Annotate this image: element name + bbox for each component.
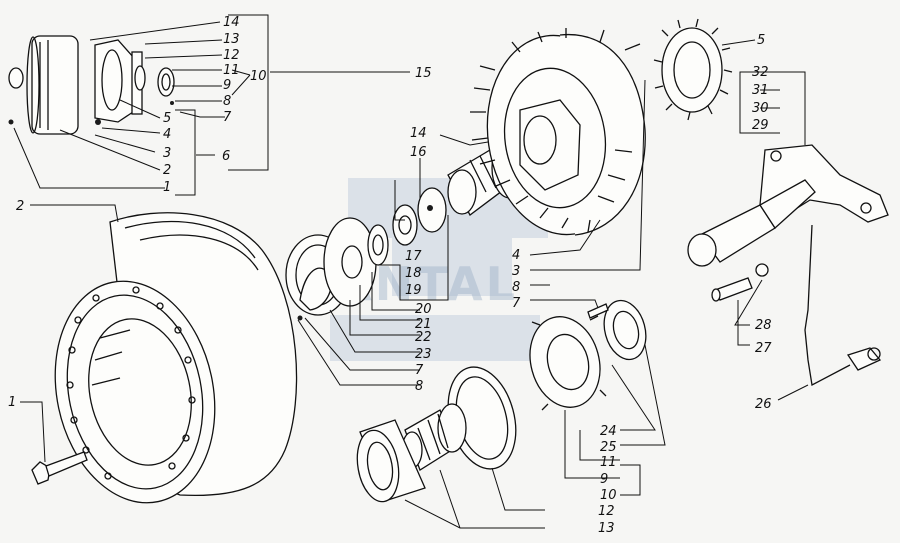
bearing-outer-race bbox=[356, 419, 426, 503]
center-callouts: 14 16 17 18 19 20 21 22 23 7 8 bbox=[405, 126, 432, 394]
wheel-hub bbox=[470, 28, 646, 236]
callout-hub7: 7 bbox=[512, 296, 521, 311]
callout-10: 10 bbox=[250, 69, 267, 84]
bearing-housing-flange bbox=[529, 315, 607, 411]
brake-drum bbox=[54, 212, 298, 504]
callout-s28: 28 bbox=[755, 318, 772, 333]
callout-s29: 29 bbox=[752, 118, 769, 133]
sensor-leaders bbox=[734, 71, 809, 401]
callout-15: 15 bbox=[415, 66, 432, 81]
lock-nut bbox=[417, 187, 447, 233]
drum-bolt-holes bbox=[66, 286, 196, 480]
callout-hub8: 8 bbox=[512, 280, 520, 295]
callout-c23: 23 bbox=[415, 347, 432, 362]
hub-studs bbox=[470, 28, 641, 233]
callout-c14: 14 bbox=[410, 126, 427, 141]
small-hub-cap bbox=[8, 35, 79, 135]
callout-c20: 20 bbox=[415, 302, 432, 317]
callout-c8: 8 bbox=[415, 379, 423, 394]
bottom-callouts: 24 25 11 9 10 12 13 bbox=[598, 424, 617, 536]
callout-hub4: 4 bbox=[512, 248, 520, 263]
callout-b13: 13 bbox=[598, 521, 615, 536]
small-nut-washer bbox=[157, 67, 175, 105]
hub-leaders bbox=[529, 79, 646, 309]
callout-2: 2 bbox=[163, 163, 171, 178]
callout-9: 9 bbox=[223, 78, 231, 93]
bracket-bolt bbox=[711, 263, 769, 302]
callout-drum-2: 2 bbox=[16, 199, 24, 214]
outer-bearing-cup bbox=[603, 299, 647, 361]
callout-b9: 9 bbox=[600, 472, 608, 487]
callout-s31: 31 bbox=[752, 83, 769, 98]
callout-13: 13 bbox=[223, 32, 240, 47]
callout-c19: 19 bbox=[405, 283, 422, 298]
callout-s27: 27 bbox=[755, 341, 772, 356]
callout-12: 12 bbox=[223, 48, 240, 63]
callout-c18: 18 bbox=[405, 266, 422, 281]
callout-8: 8 bbox=[223, 94, 231, 109]
tapered-roller-cone bbox=[401, 403, 467, 471]
callout-ring5: 5 bbox=[757, 33, 765, 48]
callout-b11: 11 bbox=[600, 455, 617, 470]
sensor-callouts: 32 31 30 29 28 27 26 bbox=[752, 65, 772, 412]
callout-hub3: 3 bbox=[512, 264, 520, 279]
callout-11: 11 bbox=[223, 63, 240, 78]
callout-c16: 16 bbox=[410, 145, 427, 160]
callout-s30: 30 bbox=[752, 101, 769, 116]
bottom-leaders bbox=[404, 344, 666, 529]
drum-bolt bbox=[31, 451, 88, 485]
callout-b24: 24 bbox=[600, 424, 617, 439]
top-left-leaders bbox=[13, 14, 410, 196]
small-hub-flange bbox=[94, 39, 146, 125]
top-left-callouts: 14 13 12 11 9 10 8 7 5 4 3 2 6 1 15 bbox=[163, 15, 432, 195]
callout-c17: 17 bbox=[405, 249, 422, 264]
tone-ring bbox=[653, 18, 733, 121]
callout-b25: 25 bbox=[600, 440, 617, 455]
callout-6: 6 bbox=[222, 149, 230, 164]
callout-c21: 21 bbox=[415, 317, 432, 332]
callout-b10: 10 bbox=[600, 488, 617, 503]
hub-callouts: 4 3 8 7 bbox=[512, 248, 521, 311]
callout-s26: 26 bbox=[755, 397, 772, 412]
sensor-cable bbox=[804, 224, 882, 386]
callout-5: 5 bbox=[163, 111, 171, 126]
drum-leaders bbox=[20, 204, 119, 463]
callout-b12: 12 bbox=[598, 504, 615, 519]
ring-leader bbox=[721, 39, 756, 46]
callout-7: 7 bbox=[223, 110, 232, 125]
callout-c22: 22 bbox=[415, 330, 432, 345]
nut-plate bbox=[392, 204, 418, 246]
callout-14: 14 bbox=[223, 15, 240, 30]
callout-s32: 32 bbox=[752, 65, 769, 80]
lock-washer bbox=[367, 224, 389, 266]
callout-bolt-1: 1 bbox=[8, 395, 16, 410]
sensor-sleeve bbox=[687, 179, 816, 267]
callout-1: 1 bbox=[163, 180, 171, 195]
seal-ring-center bbox=[323, 217, 377, 307]
callout-4: 4 bbox=[163, 127, 171, 142]
callout-3: 3 bbox=[163, 146, 171, 161]
housing-small-bolt bbox=[587, 303, 609, 319]
center-leaders bbox=[297, 134, 501, 386]
callout-c7: 7 bbox=[415, 363, 424, 378]
